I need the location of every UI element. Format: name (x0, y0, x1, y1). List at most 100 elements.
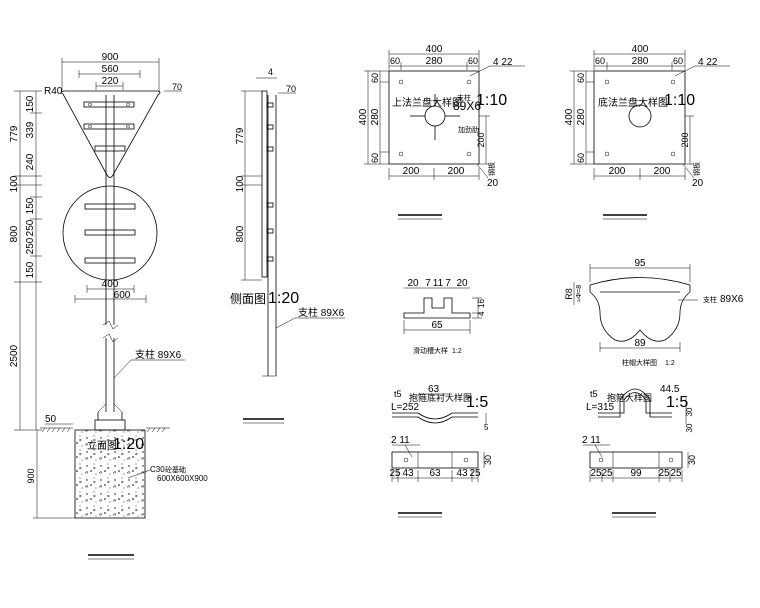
uf-plate: 钢板 (487, 162, 496, 176)
dim-ch-16: 16 (477, 299, 486, 308)
front-bottom-dims: 400 600 (74, 279, 147, 303)
front-left-dims: 150 339 779 240 100 150 250 800 250 150 … (9, 90, 42, 431)
clamp-liner-detail: t5 63 L=252 抱箍底衬大样图 1:5 5 2 11 30 25 43 … (389, 384, 493, 518)
dim-ch-7b: 7 (445, 278, 451, 289)
dim-front-900v: 900 (26, 468, 36, 483)
dim-uf-200b: 200 (448, 166, 465, 177)
dim-side-100: 100 (235, 175, 246, 192)
dim-uf-280v: 280 (370, 108, 381, 125)
clamp-l-t: t5 (394, 389, 402, 399)
dim-cap-89: 89 (634, 338, 646, 349)
clamp-r-title: 抱箍大样图 (607, 392, 652, 403)
dim-clamp-r-30b: 30 (685, 423, 694, 432)
front-post (102, 95, 119, 412)
dim-ch-20a: 20 (407, 278, 419, 289)
dim-grade-50: 50 (45, 414, 57, 425)
cap-post-size: 89X6 (720, 294, 744, 305)
clamp-r-length: L=315 (586, 402, 615, 413)
dim-uf-60a: 60 (390, 56, 400, 66)
dim-uf-200a: 200 (403, 166, 420, 177)
dim-side-4: 4 (268, 67, 273, 77)
clamp-r-t: t5 (590, 389, 598, 399)
clamp-l-scale: 1:5 (466, 394, 488, 411)
dim-ch-4: 4 (477, 311, 486, 316)
bf-hole: 4 22 (698, 57, 718, 68)
dim-front-600: 600 (114, 290, 131, 301)
front-base-scale: 1:20 (113, 436, 144, 453)
dim-uf-280: 280 (426, 56, 443, 67)
dim-front-250a: 250 (25, 237, 36, 254)
dim-ch-20b: 20 (456, 278, 468, 289)
cap-detail: 95 R8 ≈Ф=8 支柱 89X6 89 柱帽大样图 1:2 (564, 258, 744, 367)
bf-title: 底法兰盘大样图 (598, 96, 668, 109)
dim-bf-60c: 60 (576, 73, 586, 83)
side-elevation: 4 70 779 100 800 侧面图 1:20 支柱 89X6 (230, 67, 345, 424)
clamp-detail: t5 44.5 L=315 抱箍大样图 1:5 30 30 2 11 30 25… (582, 384, 697, 518)
front-concrete-note: 砼基础 (165, 465, 186, 474)
dim-clamp-r-30c: 30 (687, 455, 697, 465)
cap-scale: 1:2 (665, 360, 675, 367)
dim-side-779: 779 (235, 127, 246, 144)
bf-plate: 钢板 (692, 162, 701, 176)
dim-cap-95: 95 (634, 258, 646, 269)
dim-clamp-l-43a: 43 (402, 468, 414, 479)
dim-uf-60c: 60 (370, 73, 380, 83)
bf-scale: 1:10 (664, 92, 695, 109)
dim-ch-7a: 7 (425, 278, 431, 289)
cap-post: 支柱 (703, 295, 717, 304)
dim-ch-65: 65 (431, 320, 443, 331)
dim-front-2500: 2500 (9, 344, 20, 367)
dim-front-400: 400 (102, 279, 119, 290)
front-base-title: 立面图 (87, 439, 117, 452)
dim-uf-400: 400 (426, 44, 443, 55)
dim-front-800: 800 (9, 225, 20, 242)
dim-clamp-r-25c: 25 (658, 468, 670, 479)
dim-clamp-l-30: 30 (483, 455, 493, 465)
cap-title: 柱帽大样图 (622, 358, 657, 367)
dim-uf-60d: 60 (370, 153, 380, 163)
dim-front-150a: 150 (25, 95, 36, 112)
dim-front-150b: 150 (25, 197, 36, 214)
dim-front-220: 220 (102, 76, 119, 87)
dim-front-r40: R40 (44, 86, 63, 97)
uf-hole: 4 22 (493, 57, 513, 68)
dim-front-250b: 250 (25, 219, 36, 236)
dim-front-560: 560 (102, 64, 119, 75)
uf-thickness: 20 (487, 178, 499, 189)
front-post-label: 支柱 89X6 (113, 348, 185, 379)
triangle-sign (60, 90, 161, 178)
dim-bf-60b: 60 (673, 56, 683, 66)
base-flange-detail: 400 60 280 60 4 22 底法兰盘大样图 1:10 60 400 2… (564, 44, 730, 220)
uf-rib: 加劲肋 (458, 125, 479, 134)
dim-uf-60b: 60 (468, 56, 478, 66)
clamp-l-length: L=252 (391, 402, 420, 413)
clamp-l-w: 63 (428, 384, 440, 395)
dim-bf-200a: 200 (609, 166, 626, 177)
dim-bf-200b: 200 (654, 166, 671, 177)
side-scale: 1:20 (268, 290, 299, 307)
front-foundation: 50 立面图 1:20 900 C30 砼基础 600X600X900 (26, 403, 208, 560)
dim-clamp-r-25d: 25 (670, 468, 682, 479)
dim-bf-60a: 60 (595, 56, 605, 66)
clamp-l-title: 抱箍底衬大样图 (409, 392, 472, 403)
dim-front-70: 70 (172, 82, 182, 92)
dim-clamp-r-99: 99 (630, 468, 642, 479)
clamp-l-hole: 2 11 (391, 435, 410, 446)
upper-flange-detail: 400 60 280 60 4 22 上法兰盘大样图 1:10 支柱 89X6 … (358, 44, 525, 220)
dim-bf-60d: 60 (576, 153, 586, 163)
dim-clamp-r-25b: 25 (601, 468, 613, 479)
dim-side-800: 800 (235, 225, 246, 242)
front-concrete: C30 (150, 465, 165, 474)
dim-bf-400: 400 (632, 44, 649, 55)
ch-scale: 1:2 (452, 348, 462, 355)
dim-clamp-r-30a: 30 (685, 407, 694, 416)
dim-bf-280v: 280 (576, 108, 587, 125)
dim-bf-400v: 400 (564, 108, 575, 125)
dim-front-150c: 150 (25, 261, 36, 278)
front-post-text: 支柱 89X6 (135, 348, 182, 361)
dim-clamp-l-43b: 43 (456, 468, 468, 479)
dim-front-900: 900 (102, 52, 119, 63)
clamp-r-hole: 2 11 (582, 435, 601, 446)
front-elevation: 900 560 220 R40 70 (9, 52, 208, 560)
